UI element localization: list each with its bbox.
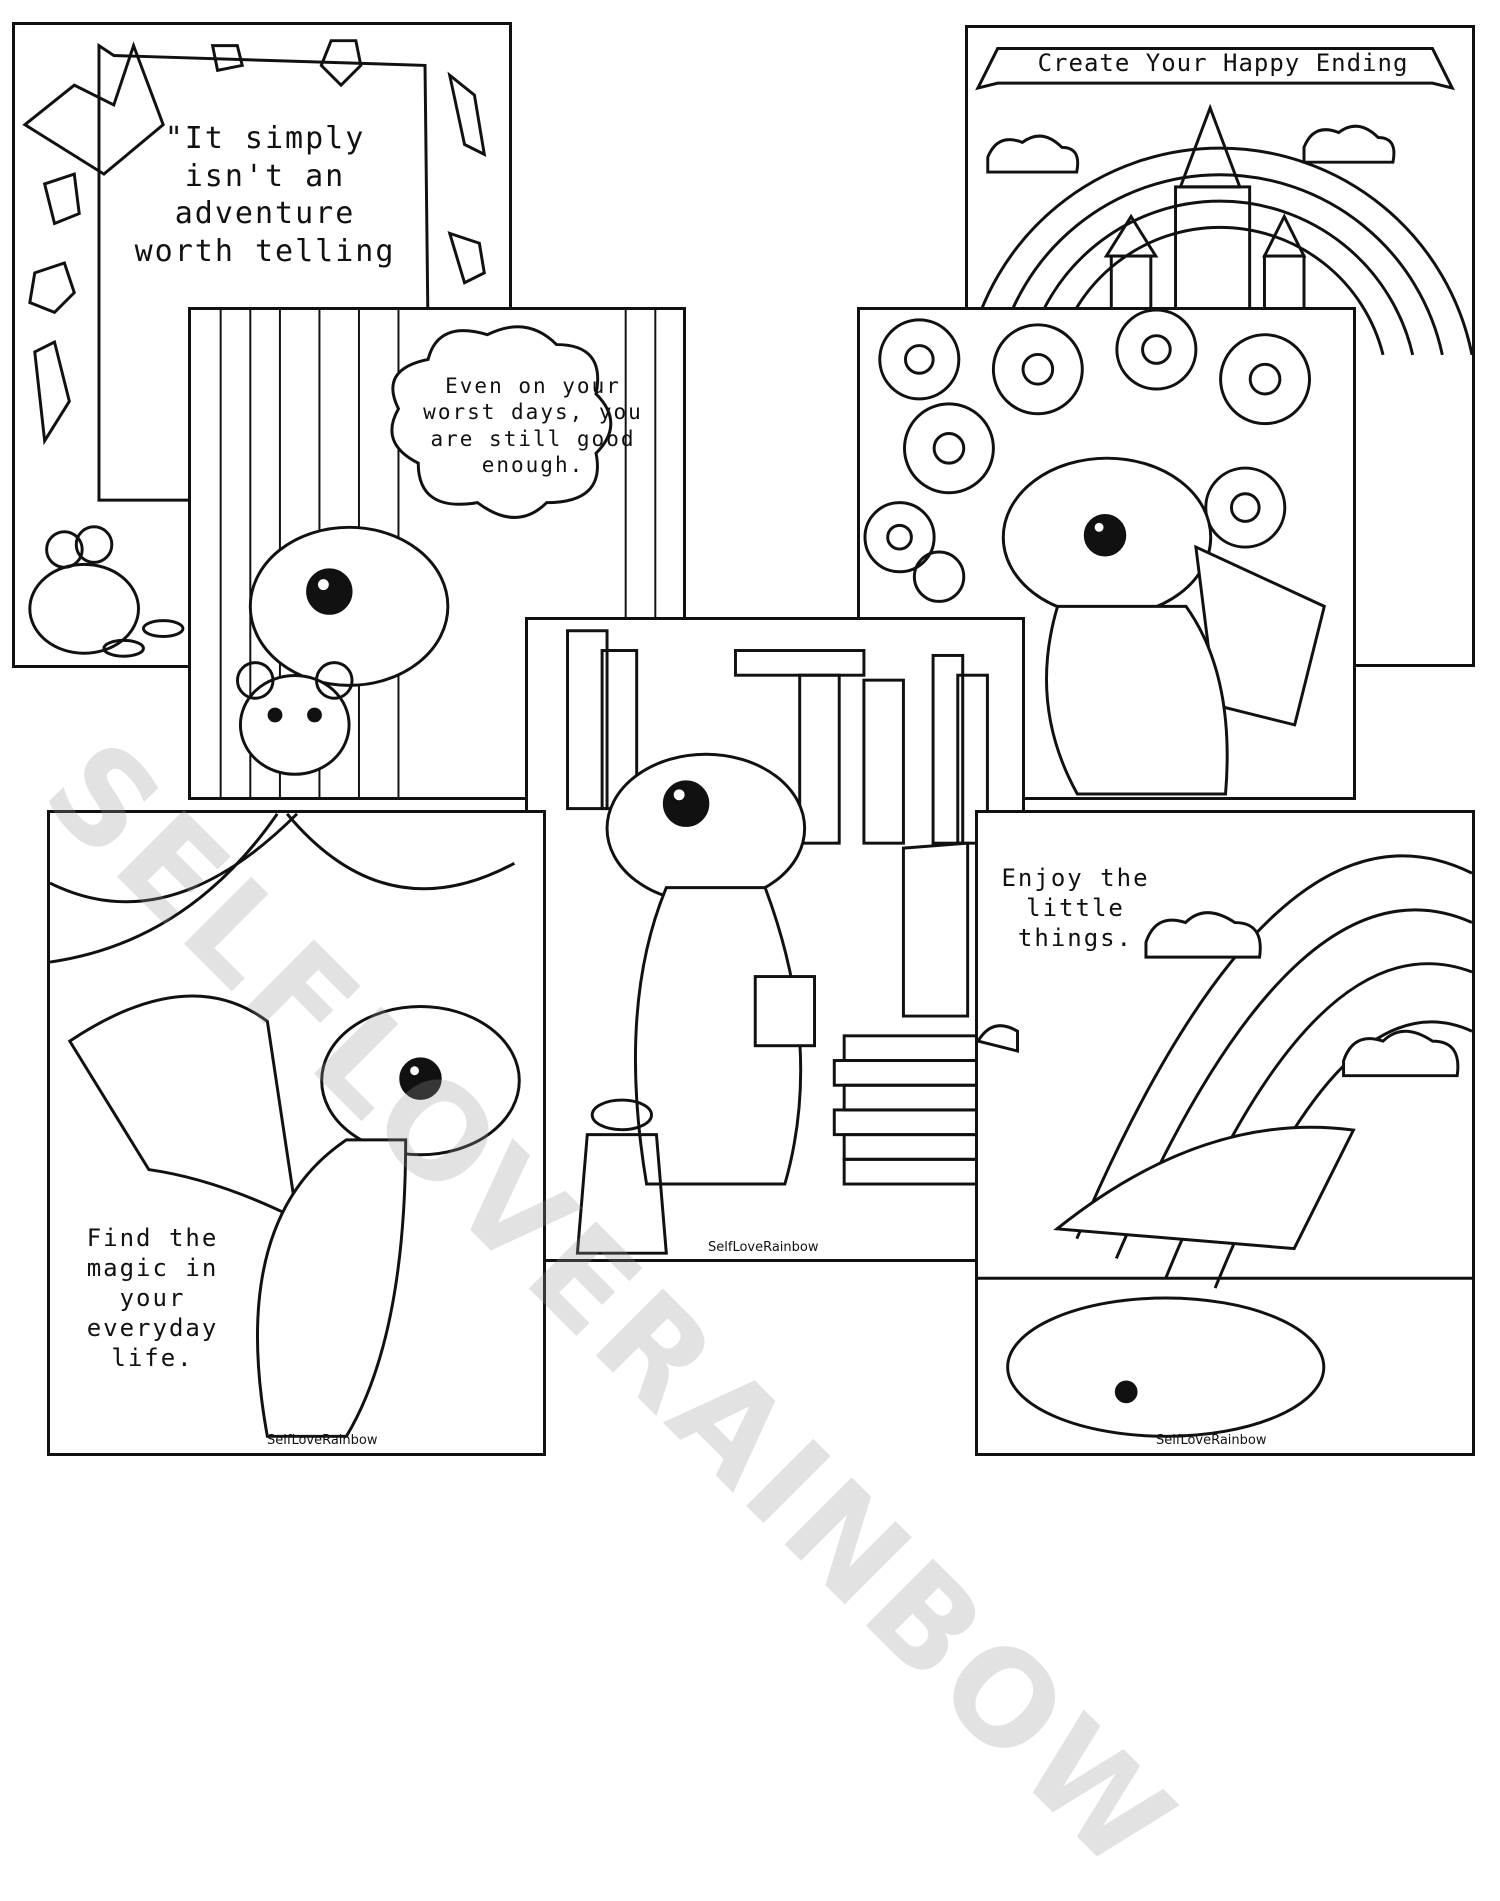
- brand-signature: SelfLoveRainbow: [1156, 1433, 1267, 1448]
- coloring-page-little-things: Enjoy the little things. SelfLoveRainbow: [975, 810, 1475, 1456]
- brand-signature: SelfLoveRainbow: [267, 1433, 378, 1448]
- adventure-quote: "It simply isn't an adventure worth tell…: [134, 121, 396, 269]
- dragon-magic-art: [50, 813, 521, 1438]
- rainbow-castle-art: [968, 47, 1472, 356]
- coloring-page-magic: Find the magic in your everyday life. Se…: [47, 810, 546, 1456]
- dragon-books-art: [566, 629, 1014, 1255]
- dragon-flowers-art: [863, 310, 1327, 796]
- coloring-page-flowers: [857, 307, 1356, 800]
- crown-gems-border-art: [22, 39, 487, 658]
- worst-days-quote: Even on your worst days, you are still g…: [423, 374, 643, 477]
- little-things-quote: Enjoy the little things.: [1001, 864, 1150, 952]
- magic-quote: Find the magic in your everyday life.: [86, 1224, 219, 1372]
- dragon-rainbow-art: [978, 854, 1472, 1438]
- dragon-teddy-art: [219, 310, 657, 797]
- happy-ending-banner: Create Your Happy Ending: [1037, 49, 1409, 77]
- brand-signature: SelfLoveRainbow: [708, 1240, 819, 1255]
- coloring-page-books: SelfLoveRainbow: [525, 617, 1025, 1262]
